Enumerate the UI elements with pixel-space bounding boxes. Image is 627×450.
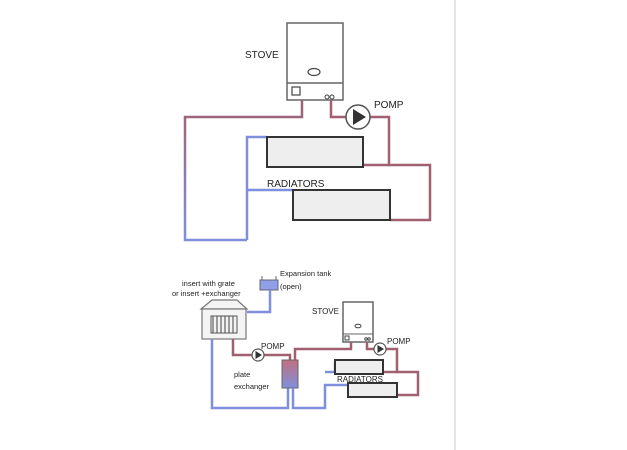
plate-exchanger (281, 359, 299, 389)
radiator-supply-pipe (386, 347, 420, 397)
insert-return-pipe (210, 339, 290, 410)
radiators-label: RADIATORS (267, 179, 325, 190)
radiators-label: RADIATORS (337, 375, 383, 384)
tank-pipe (247, 290, 272, 314)
insert-label-line1: insert with grate (182, 279, 235, 288)
exchanger-outlet-pipe (293, 342, 353, 360)
pump-label: POMP (374, 100, 404, 111)
pump-inlet-pipe (329, 100, 346, 119)
radiator-top (266, 136, 364, 168)
bottom-diagram: insert with grate or insert +exchanger E… (172, 269, 420, 410)
stove-label: STOVE (312, 307, 339, 316)
supply-return-pipe (183, 100, 304, 242)
exchanger-inlet-pipe (264, 353, 292, 360)
radiator-bottom (347, 382, 398, 398)
radiator-return-pipe (291, 383, 348, 410)
expansion-tank (259, 276, 279, 291)
pump-icon (373, 342, 387, 356)
radiator-return-branch (325, 362, 337, 374)
radiator-bottom (292, 189, 391, 221)
stove (286, 22, 344, 101)
tank-label-line1: Expansion tank (280, 269, 332, 278)
fireplace-insert (199, 299, 249, 340)
stove (342, 301, 374, 343)
insert-label-line2: or insert +exchanger (172, 289, 241, 298)
pump-outlet-pipe (370, 115, 432, 222)
top-diagram: STOVE POMP RADIATORS (183, 22, 432, 242)
stove-label: STOVE (245, 50, 279, 61)
exchanger-label-line2: exchanger (234, 382, 270, 391)
pump-icon (345, 104, 371, 130)
radiator-top (334, 359, 384, 375)
insert-hot-pipe (231, 339, 252, 357)
exchanger-label-line1: plate (234, 370, 250, 379)
tank-label-line2: (open) (280, 282, 302, 291)
pump-icon (251, 348, 265, 362)
stove-pump-pipe (365, 342, 374, 351)
pump2-label: POMP (387, 337, 411, 346)
return-pipe (245, 135, 267, 240)
pump1-label: POMP (261, 342, 285, 351)
